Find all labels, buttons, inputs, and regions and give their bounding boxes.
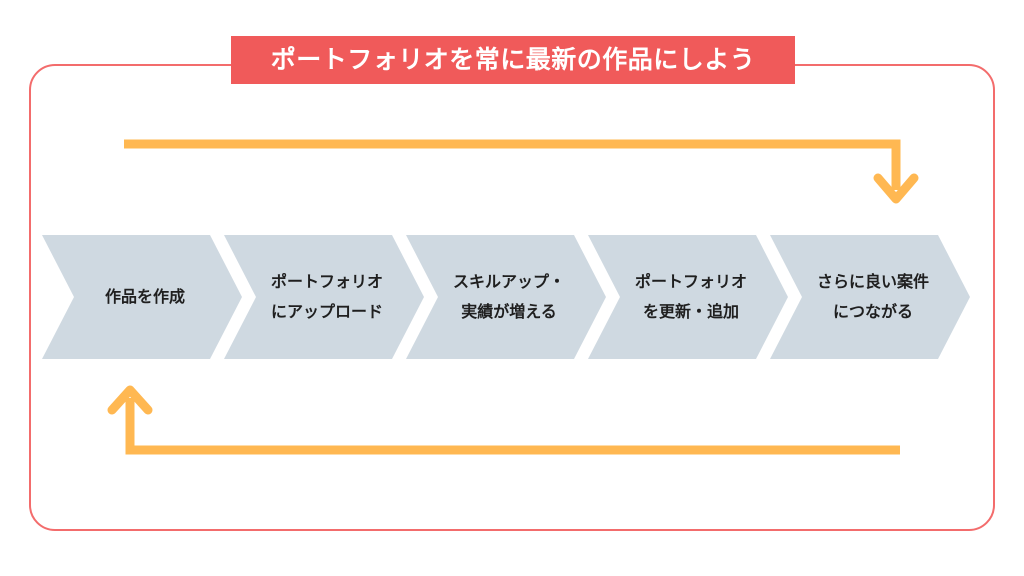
step-label-3: スキルアップ・ 実績が増える bbox=[452, 272, 565, 321]
top-loop-arrow bbox=[124, 139, 919, 204]
step-chevron-3 bbox=[406, 235, 606, 359]
step-label-5: さらに良い案件 につながる bbox=[816, 272, 929, 321]
diagram-title: ポートフォリオを常に最新の作品にしよう bbox=[231, 36, 795, 84]
step-label-4: ポートフォリオ を更新・追加 bbox=[634, 272, 747, 321]
step-chevron-4 bbox=[588, 235, 788, 359]
bottom-loop-arrow bbox=[107, 385, 900, 455]
step-label-1: 作品を作成 bbox=[104, 287, 185, 306]
step-chevron-1 bbox=[42, 235, 242, 359]
step-label-2: ポートフォリオ にアップロード bbox=[270, 272, 383, 321]
step-chevron-2 bbox=[224, 235, 424, 359]
step-chevron-5 bbox=[770, 235, 970, 359]
